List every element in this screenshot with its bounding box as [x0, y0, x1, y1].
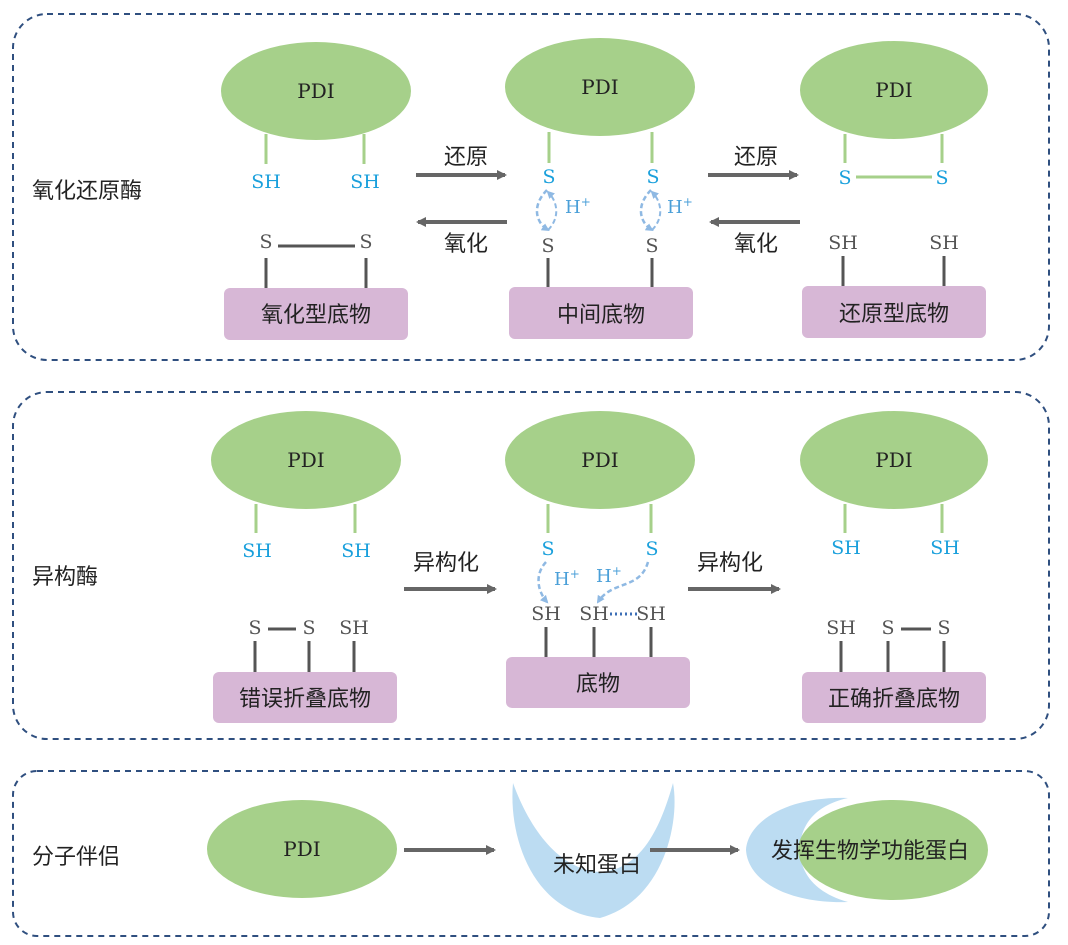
chaperone-panel-label: 分子伴侣 — [32, 845, 120, 870]
s-label: S — [645, 235, 658, 257]
proton-transfer-arrow — [535, 189, 550, 232]
functional-protein-ellipse — [798, 800, 988, 900]
h-plus-label: H+ — [565, 195, 591, 218]
s-label: S — [259, 231, 272, 253]
reduced-substrate-label: 还原型底物 — [839, 302, 949, 327]
functional-protein-crescent — [746, 797, 848, 903]
correctly-folded-substrate-label: 正确折叠底物 — [828, 687, 960, 712]
h-plus-label: H+ — [596, 564, 622, 587]
reduced-substrate-box — [802, 286, 986, 338]
redox-panel-border — [12, 13, 1050, 361]
s-label: S — [302, 617, 315, 639]
s-label: S — [881, 617, 894, 639]
pdi-label: PDI — [875, 448, 912, 472]
proton-transfer-arrow — [537, 561, 549, 604]
isomerize-label: 异构化 — [697, 551, 763, 576]
s-label: S — [935, 167, 948, 189]
chaperone-panel-border — [12, 770, 1050, 937]
pdi-ellipse — [505, 411, 695, 509]
pdi-label: PDI — [581, 75, 618, 99]
substrate-label: 底物 — [576, 672, 620, 697]
pdi-ellipse — [800, 411, 988, 509]
unknown-protein-shape — [512, 783, 675, 918]
s-label: S — [838, 167, 851, 189]
sh-label: SH — [826, 617, 856, 639]
pdi-label: PDI — [297, 79, 334, 103]
reduce-label: 还原 — [734, 145, 778, 170]
sh-label: SH — [929, 232, 959, 254]
oxidize-label: 氧化 — [734, 232, 778, 257]
pdi-label: PDI — [875, 78, 912, 102]
sh-label: SH — [636, 603, 666, 625]
sh-label: SH — [251, 171, 281, 193]
proton-transfer-arrow — [546, 190, 558, 231]
sh-label: SH — [579, 603, 609, 625]
oxidized-substrate-label: 氧化型底物 — [261, 303, 371, 328]
isomerase-panel-label: 异构酶 — [32, 565, 98, 590]
isomerase-panel-border — [12, 391, 1050, 740]
sh-label: SH — [828, 232, 858, 254]
pdi-ellipse — [800, 41, 988, 139]
functional-protein-label: 发挥生物学功能蛋白 — [771, 839, 969, 864]
misfolded-substrate-label: 错误折叠底物 — [239, 687, 371, 712]
intermediate-substrate-box — [509, 287, 693, 339]
misfolded-substrate-box — [213, 672, 397, 723]
s-label: S — [542, 166, 555, 188]
reduce-label: 还原 — [444, 145, 488, 170]
substrate-box — [506, 657, 690, 708]
s-label: S — [646, 166, 659, 188]
sh-label: SH — [831, 537, 861, 559]
sh-label: SH — [339, 617, 369, 639]
oxidize-label: 氧化 — [444, 232, 488, 257]
s-label: S — [359, 231, 372, 253]
sh-label: SH — [350, 171, 380, 193]
isomerize-label: 异构化 — [413, 551, 479, 576]
unknown-protein-label: 未知蛋白 — [553, 853, 641, 878]
proton-transfer-arrow — [596, 561, 650, 604]
h-plus-label: H+ — [554, 567, 580, 590]
pdi-ellipse — [505, 38, 695, 136]
proton-transfer-arrow — [639, 189, 654, 232]
s-label: S — [541, 538, 554, 560]
s-label: S — [541, 235, 554, 257]
sh-label: SH — [930, 537, 960, 559]
h-plus-label: H+ — [667, 195, 693, 218]
pdi-label: PDI — [581, 448, 618, 472]
pdi-label: PDI — [287, 448, 324, 472]
correctly-folded-substrate-box — [802, 672, 986, 723]
pdi-ellipse — [221, 42, 411, 140]
proton-transfer-arrow — [650, 190, 662, 231]
pdi-label: PDI — [283, 837, 320, 861]
s-label: S — [937, 617, 950, 639]
s-label: S — [248, 617, 261, 639]
pdi-ellipse — [211, 411, 401, 509]
sh-label: SH — [242, 540, 272, 562]
sh-label: SH — [531, 603, 561, 625]
redox-panel-label: 氧化还原酶 — [32, 179, 142, 204]
oxidized-substrate-box — [224, 288, 408, 340]
sh-label: SH — [341, 540, 371, 562]
pdi-ellipse — [207, 800, 397, 898]
intermediate-substrate-label: 中间底物 — [557, 303, 645, 328]
s-label: S — [645, 538, 658, 560]
